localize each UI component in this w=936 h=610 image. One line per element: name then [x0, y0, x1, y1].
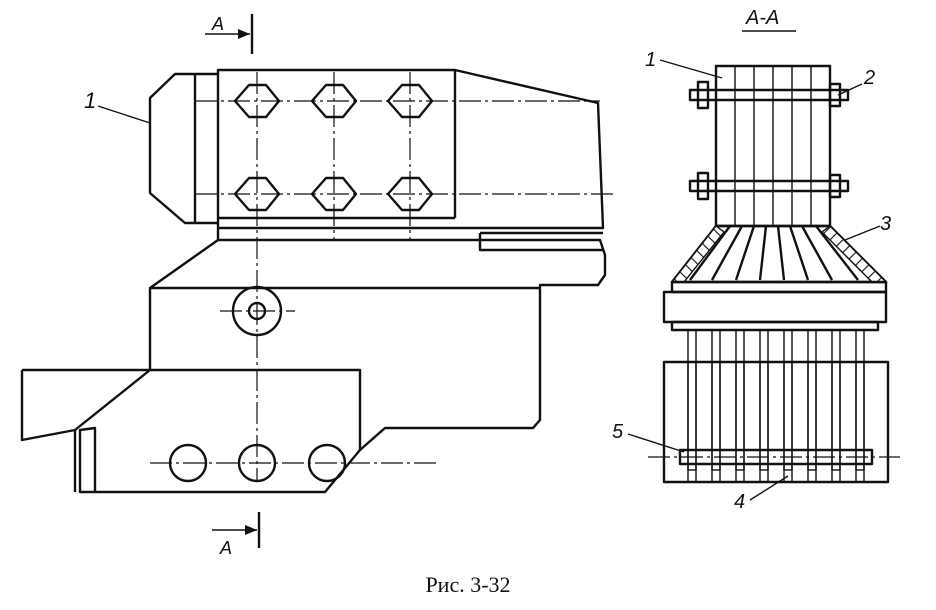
- leader-line: [627, 433, 685, 453]
- middle-body: [148, 228, 607, 451]
- arrow-head-icon: [238, 29, 250, 39]
- arrow-head-icon: [245, 525, 257, 535]
- label-1: 1: [645, 49, 656, 71]
- figure-caption: Рис. 3-32: [425, 572, 511, 597]
- section-view: A-A: [612, 7, 900, 513]
- bolt-shank: [688, 88, 850, 102]
- fan-strip: [758, 225, 768, 281]
- bolt-shank: [688, 179, 850, 193]
- clamp-end-cap: [148, 72, 218, 225]
- bolt-nut: [828, 173, 842, 199]
- leader-line: [749, 475, 789, 501]
- left-view: A A 1: [20, 14, 615, 558]
- leader-line: [97, 105, 151, 124]
- tongue-slot: [478, 231, 603, 252]
- fan-strip: [800, 225, 834, 281]
- through-bolt-lower: [688, 171, 850, 201]
- fan-strip: [788, 225, 810, 281]
- leader-line: [659, 59, 723, 79]
- fan-strip: [689, 225, 731, 281]
- label-4: 4: [734, 491, 745, 513]
- through-bolt-upper: [688, 80, 850, 110]
- fan-strip: [776, 225, 786, 281]
- lower-block: [20, 368, 362, 494]
- label-2: 2: [863, 67, 875, 89]
- clamp-plate-upper: [216, 68, 605, 230]
- base-plate: [662, 290, 888, 324]
- label-left-1: 1: [84, 88, 96, 113]
- flex-fan: [670, 224, 888, 284]
- lower-terminal-block: [648, 360, 900, 484]
- bolt-head: [696, 80, 710, 110]
- section-marker-top: A: [205, 14, 254, 54]
- fan-strip: [815, 225, 859, 281]
- bolt-head: [696, 171, 710, 201]
- label-3: 3: [880, 213, 891, 235]
- clamp-plate-bottom: [670, 320, 880, 332]
- bolt-nut: [828, 82, 842, 108]
- clamp-plate-top: [670, 280, 888, 294]
- leader-line: [844, 225, 881, 241]
- section-letter-bottom: A: [219, 538, 232, 558]
- fan-strip: [734, 225, 756, 281]
- section-letter-top: A: [211, 14, 224, 34]
- label-5: 5: [612, 421, 624, 443]
- section-title: A-A: [745, 7, 779, 29]
- leader-line: [837, 83, 863, 96]
- fan-strip: [710, 225, 744, 281]
- block-outline: [662, 360, 890, 484]
- section-marker-bottom: A: [212, 512, 261, 558]
